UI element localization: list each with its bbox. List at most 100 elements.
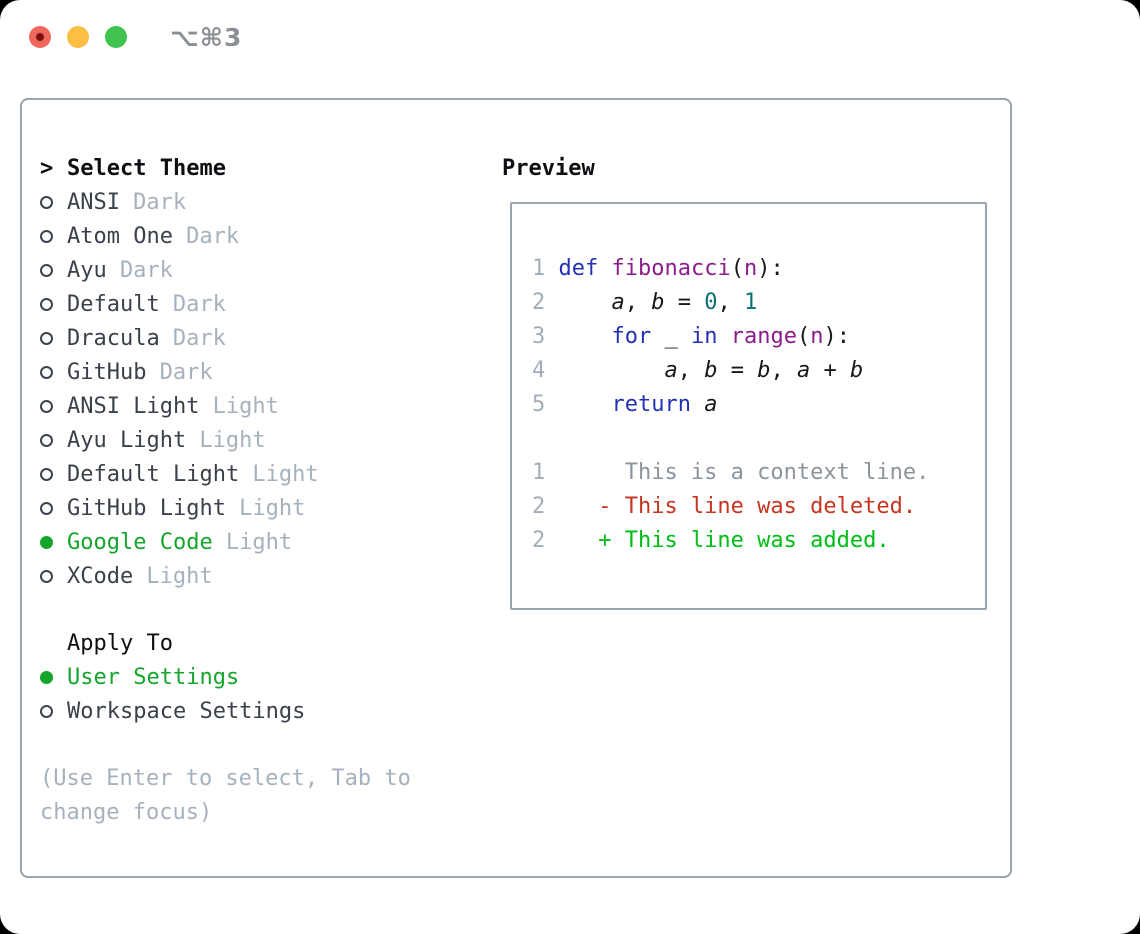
theme-variant: Dark (159, 359, 213, 385)
radio-indicator (40, 433, 67, 447)
apply-option-label: User Settings (67, 664, 240, 690)
preview-line: 2 - This line was deleted. (532, 490, 985, 524)
radio-unselected-icon (40, 704, 53, 718)
select-theme-title: Select Theme (67, 155, 226, 181)
line-number: 1 (532, 460, 546, 485)
radio-indicator (40, 569, 67, 583)
theme-name: Default Light (67, 461, 240, 487)
traffic-lights (29, 26, 127, 48)
radio-indicator (40, 704, 67, 718)
theme-variant: Dark (133, 189, 187, 215)
radio-unselected-icon (40, 467, 53, 481)
line-number: 2 (532, 494, 546, 519)
theme-option[interactable]: Ayu Light Light (40, 423, 266, 457)
line-number: 2 (532, 290, 546, 315)
theme-option[interactable]: Google Code Light (40, 525, 292, 559)
theme-option[interactable]: GitHub Light Light (40, 491, 305, 525)
theme-option[interactable]: GitHub Dark (40, 355, 213, 389)
select-theme-header: > Select Theme (40, 151, 226, 185)
theme-name: Ayu Light (67, 427, 187, 453)
radio-unselected-icon (40, 433, 53, 447)
apply-option[interactable]: Workspace Settings (40, 694, 305, 728)
focus-marker: > (40, 156, 67, 181)
line-number: 1 (532, 256, 546, 281)
radio-unselected-icon (40, 229, 53, 243)
prompt-icon: > (40, 155, 54, 181)
line-number: 3 (532, 324, 546, 349)
radio-indicator (40, 535, 67, 549)
radio-unselected-icon (40, 195, 53, 209)
theme-option[interactable]: ANSI Dark (40, 185, 186, 219)
radio-indicator (40, 501, 67, 515)
preview-line (532, 422, 985, 456)
line-number: 2 (532, 528, 546, 553)
theme-option[interactable]: Default Dark (40, 287, 226, 321)
radio-unselected-icon (40, 365, 53, 379)
theme-variant: Light (199, 427, 266, 453)
theme-name: GitHub Light (67, 495, 226, 521)
theme-variant: Light (252, 461, 319, 487)
apply-to-title: Apply To (67, 630, 173, 656)
radio-indicator (40, 365, 67, 379)
radio-selected-icon (40, 535, 53, 549)
theme-variant: Dark (172, 325, 226, 351)
theme-option[interactable]: Atom One Dark (40, 219, 239, 253)
theme-option[interactable]: Ayu Dark (40, 253, 173, 287)
line-number: 5 (532, 392, 546, 417)
theme-name: Google Code (67, 529, 213, 555)
radio-unselected-icon (40, 297, 53, 311)
theme-name: Dracula (67, 325, 160, 351)
theme-name: Default (67, 291, 160, 317)
title-bar: ⌥⌘3 (0, 0, 1140, 74)
radio-indicator (40, 670, 67, 684)
theme-option[interactable]: Dracula Dark (40, 321, 226, 355)
radio-selected-icon (40, 670, 53, 684)
preview-line: 1 This is a context line. (532, 456, 985, 490)
preview-line: 5 return a (532, 388, 985, 422)
radio-unselected-icon (40, 569, 53, 583)
theme-option[interactable]: Default Light Light (40, 457, 319, 491)
theme-option[interactable]: XCode Light (40, 559, 213, 593)
theme-name: Ayu (67, 257, 107, 283)
theme-variant: Dark (172, 291, 226, 317)
radio-unselected-icon (40, 501, 53, 515)
preview-line: 2 a, b = 0, 1 (532, 286, 985, 320)
radio-indicator (40, 399, 67, 413)
theme-option[interactable]: ANSI Light Light (40, 389, 279, 423)
theme-variant: Light (146, 563, 213, 589)
radio-indicator (40, 297, 67, 311)
theme-variant: Dark (119, 257, 173, 283)
theme-name: Atom One (67, 223, 173, 249)
radio-indicator (40, 467, 67, 481)
preview-line: 2 + This line was added. (532, 524, 985, 558)
radio-indicator (40, 195, 67, 209)
minimize-button[interactable] (67, 26, 89, 48)
theme-name: ANSI Light (67, 393, 200, 419)
apply-option[interactable]: User Settings (40, 660, 239, 694)
preview-line: 4 a, b = b, a + b (532, 354, 985, 388)
apply-option-label: Workspace Settings (67, 698, 306, 724)
radio-indicator (40, 229, 67, 243)
radio-indicator (40, 263, 67, 277)
preview-title: Preview (502, 155, 595, 181)
theme-variant: Light (225, 529, 293, 555)
line-number: 4 (532, 358, 546, 383)
radio-indicator (40, 331, 67, 345)
theme-name: ANSI (67, 189, 120, 215)
window-shortcut-label: ⌥⌘3 (170, 23, 243, 52)
close-button[interactable] (29, 26, 51, 48)
theme-variant: Dark (186, 223, 240, 249)
zoom-button[interactable] (105, 26, 127, 48)
theme-name: XCode (67, 563, 134, 589)
theme-variant: Light (212, 393, 279, 419)
theme-variant: Light (239, 495, 306, 521)
radio-unselected-icon (40, 399, 53, 413)
preview-line: 3 for _ in range(n): (532, 320, 985, 354)
apply-to-header: Apply To (40, 626, 173, 660)
theme-name: GitHub (67, 359, 147, 385)
